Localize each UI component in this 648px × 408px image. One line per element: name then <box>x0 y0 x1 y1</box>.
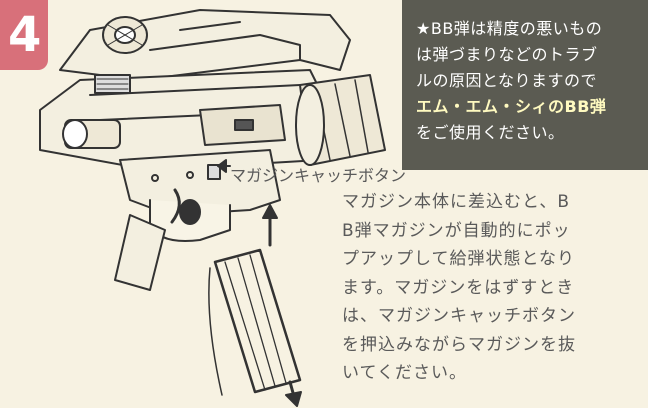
instruction-line: ます。マガジンをはずすとき <box>342 277 575 298</box>
note-line-highlight: エム・エム・シィのBB弾 <box>416 97 607 116</box>
note-line: は弾づまりなどのトラブ <box>416 45 598 64</box>
note-box: ★BB弾は精度の悪いもの は弾づまりなどのトラブ ルの原因となりますので エム・… <box>402 0 648 170</box>
note-line: をご使用ください。 <box>416 123 565 142</box>
magazine-catch-callout: マガジンキャッチボタン <box>230 166 407 185</box>
instruction-line: は、マガジンキャッチボタン <box>342 306 576 326</box>
instruction-line: B弾マガジンが自動的にポッ <box>342 220 571 241</box>
instruction-line: プアップして給弾状態となり <box>342 249 575 269</box>
note-line: ルの原因となりますので <box>416 71 598 90</box>
note-line: ★BB弾は精度の悪いもの <box>416 19 603 38</box>
instruction-text: マガジン本体に差込むと、B B弾マガジンが自動的にポッ プアップして給弾状態とな… <box>342 188 648 388</box>
instruction-line: を押込みながらマガジンを抜 <box>342 334 576 355</box>
note-text: ★BB弾は精度の悪いもの は弾づまりなどのトラブ ルの原因となりますので エム・… <box>416 16 646 146</box>
instruction-line: いてください。 <box>342 363 467 383</box>
instruction-line: マガジン本体に差込むと、B <box>342 192 570 212</box>
step-number: 4 <box>8 7 42 63</box>
step-badge: 4 <box>0 0 48 70</box>
